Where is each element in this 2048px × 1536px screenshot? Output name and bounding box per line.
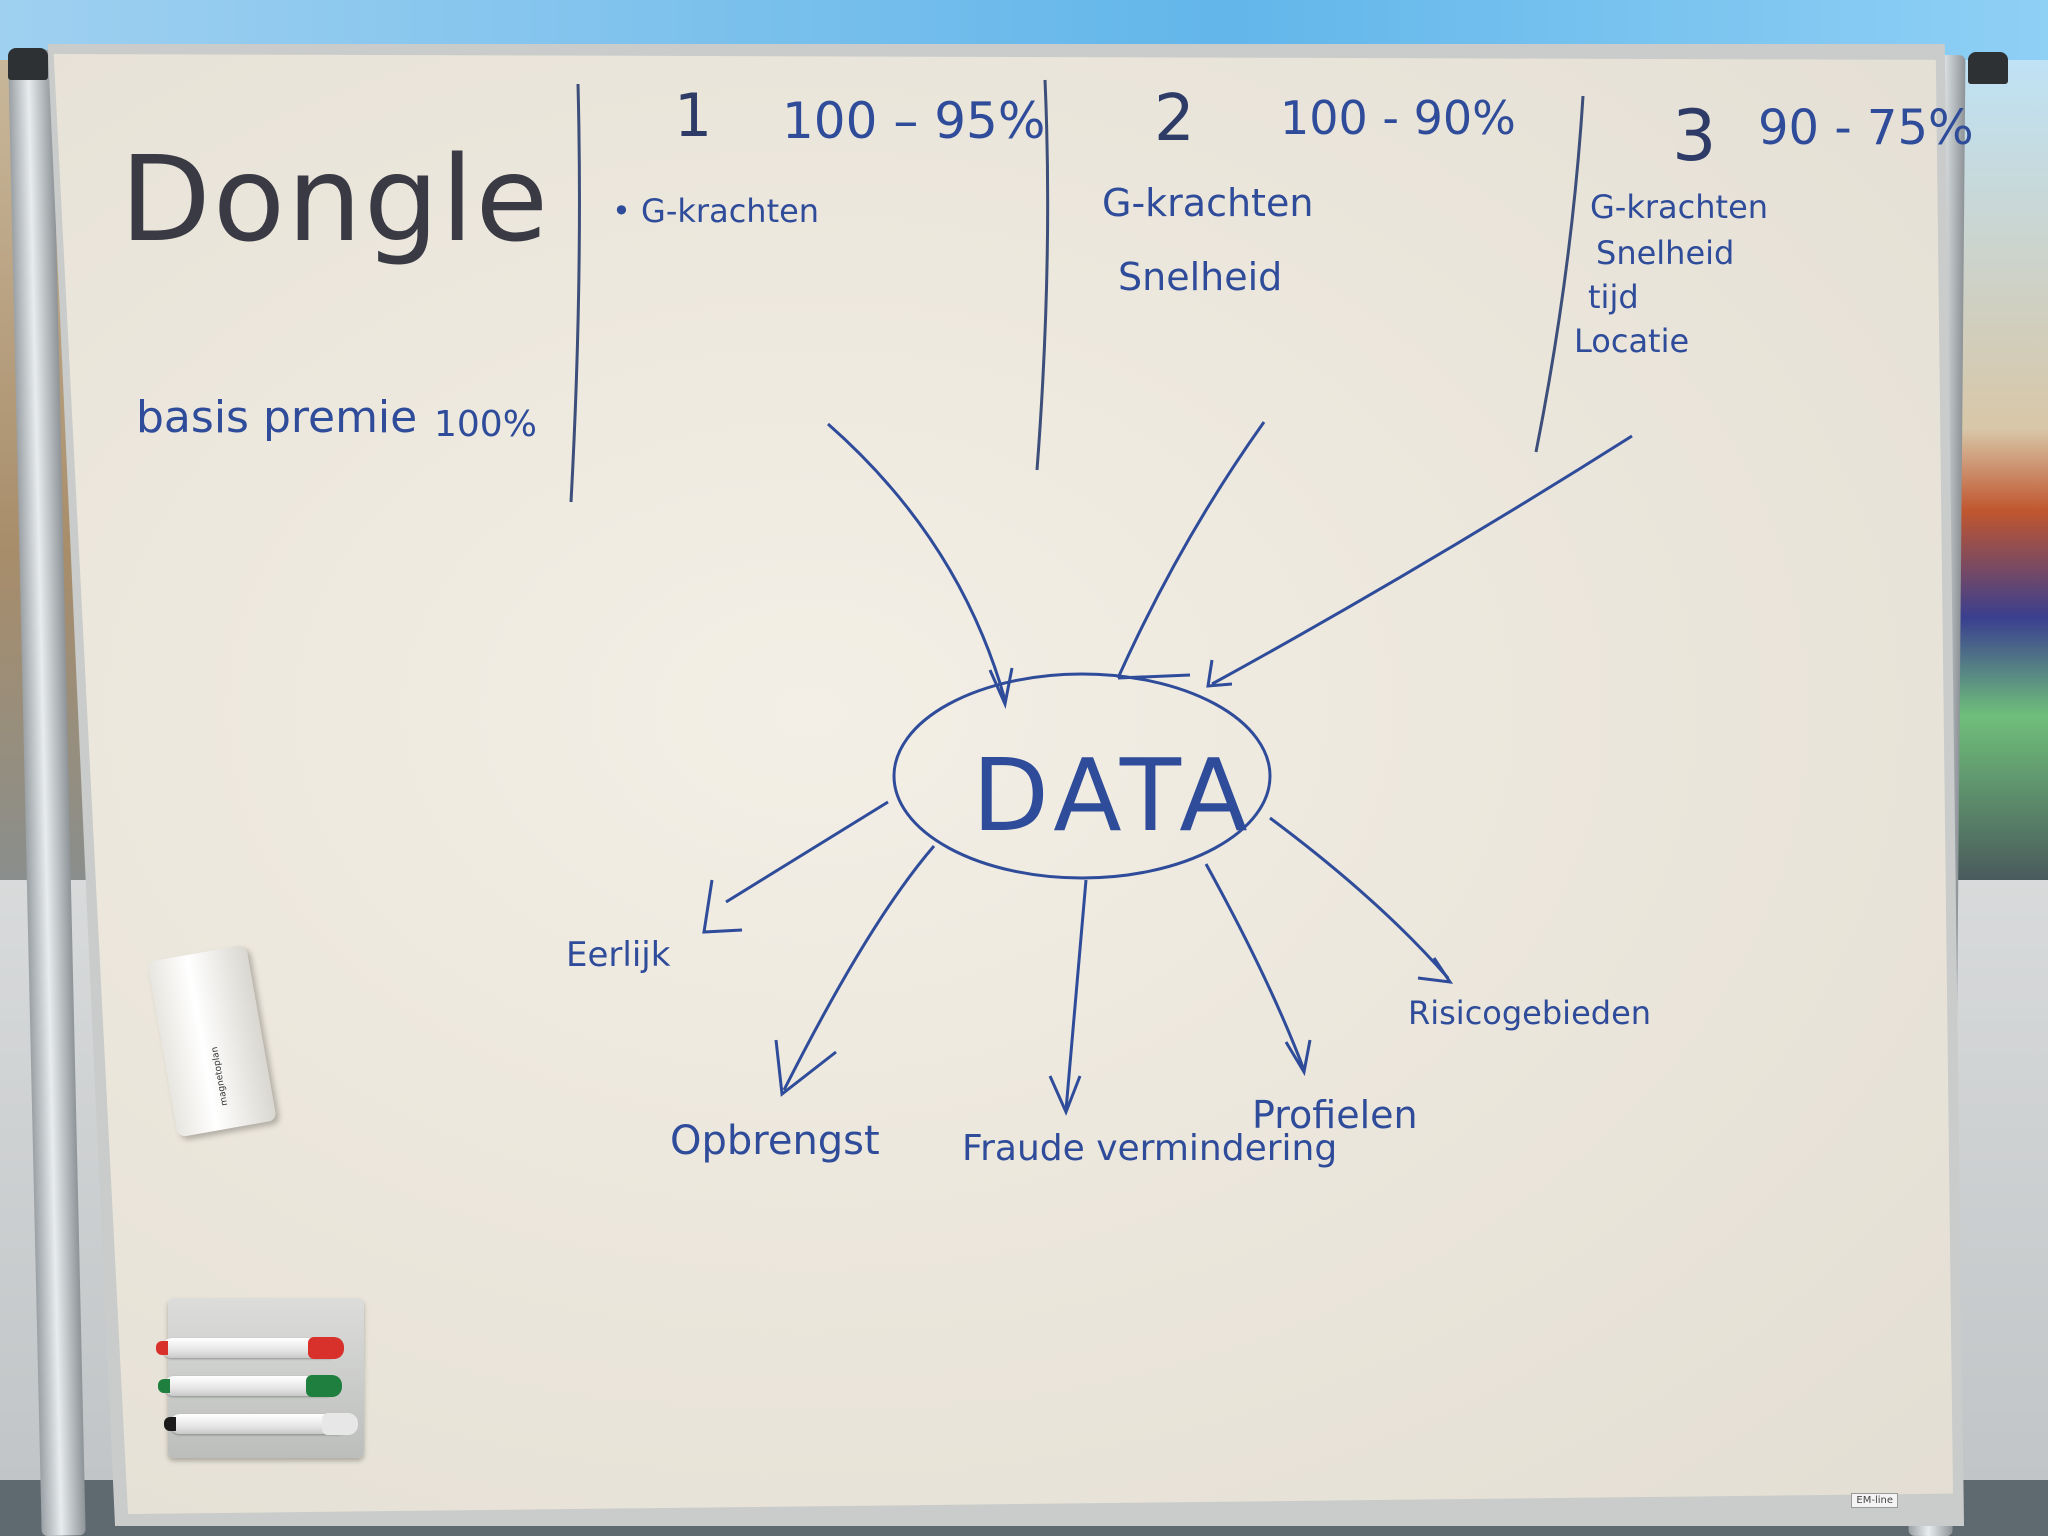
column-1-number: 1 — [674, 81, 712, 151]
outcome-opbrengst: Opbrengst — [670, 1118, 880, 1164]
arrowhead-risicogebieden — [1417, 957, 1454, 984]
marker-black[interactable] — [164, 1413, 358, 1435]
arrowhead-3 — [1206, 659, 1233, 688]
column-3-item-1: G-krachten — [1590, 188, 1768, 226]
divider-line-3 — [1534, 95, 1585, 453]
column-2-item-2: Snelheid — [1118, 255, 1282, 299]
whiteboard-surface — [53, 54, 1953, 1514]
base-premium-label: basis premie — [136, 392, 417, 443]
column-2-range: 100 - 90% — [1280, 91, 1516, 145]
outcome-risicogebieden: Risicogebieden — [1408, 994, 1651, 1032]
board-title: Dongle — [120, 130, 550, 268]
board-brand-label: EM-line — [1851, 1493, 1898, 1508]
marker-red-tip — [156, 1341, 168, 1355]
marker-green-tip — [158, 1379, 170, 1393]
column-3-range: 90 - 75% — [1758, 100, 1974, 156]
arrowhead-profielen — [1284, 1039, 1312, 1077]
column-3-item-4: Locatie — [1574, 322, 1689, 360]
arrow-to-eerlijk — [725, 800, 889, 904]
base-premium-value: 100% — [434, 404, 537, 445]
column-3-item-2: Snelheid — [1596, 234, 1734, 272]
arrow-to-risicogebieden — [1269, 816, 1450, 979]
arrow-from-column-1 — [827, 422, 1007, 701]
outcome-fraude: Fraude vermindering — [962, 1128, 1337, 1169]
arrow-to-profielen — [1204, 863, 1306, 1071]
arrow-from-column-2 — [1116, 421, 1266, 679]
arrowhead-fraude — [1048, 1075, 1082, 1116]
column-1-item-1: • G-krachten — [612, 192, 819, 230]
arrowhead-1 — [988, 667, 1014, 709]
arrow-to-opbrengst — [782, 845, 936, 1091]
arrow-to-fraude — [1064, 879, 1088, 1111]
marker-green-cap — [306, 1375, 342, 1397]
eraser-brand: magnetoplan — [209, 1045, 231, 1107]
marker-black-cap — [322, 1413, 358, 1435]
data-ellipse — [892, 672, 1272, 880]
marker-red[interactable] — [156, 1337, 344, 1359]
arrowhead-eerlijk — [702, 879, 743, 934]
column-3-item-3: tijd — [1588, 278, 1639, 316]
arrowhead-opbrengst — [774, 1039, 837, 1097]
marker-tray — [156, 1298, 364, 1458]
marker-red-cap — [308, 1337, 344, 1359]
outcome-profielen: Profielen — [1252, 1093, 1418, 1137]
arrow-from-column-3 — [1211, 434, 1633, 686]
column-3-number: 3 — [1672, 95, 1717, 177]
marker-green[interactable] — [158, 1375, 342, 1397]
divider-line-1 — [569, 83, 581, 503]
center-label: DATA — [972, 737, 1254, 854]
divider-line-2 — [1035, 79, 1050, 471]
column-2-number: 2 — [1154, 82, 1195, 156]
column-2-item-1: G-krachten — [1102, 181, 1313, 225]
pole-cap-left — [8, 48, 48, 80]
column-1-range: 100 – 95% — [782, 92, 1045, 150]
pole-cap-right — [1968, 52, 2008, 84]
outcome-eerlijk: Eerlijk — [566, 935, 671, 975]
marker-black-tip — [164, 1417, 176, 1431]
